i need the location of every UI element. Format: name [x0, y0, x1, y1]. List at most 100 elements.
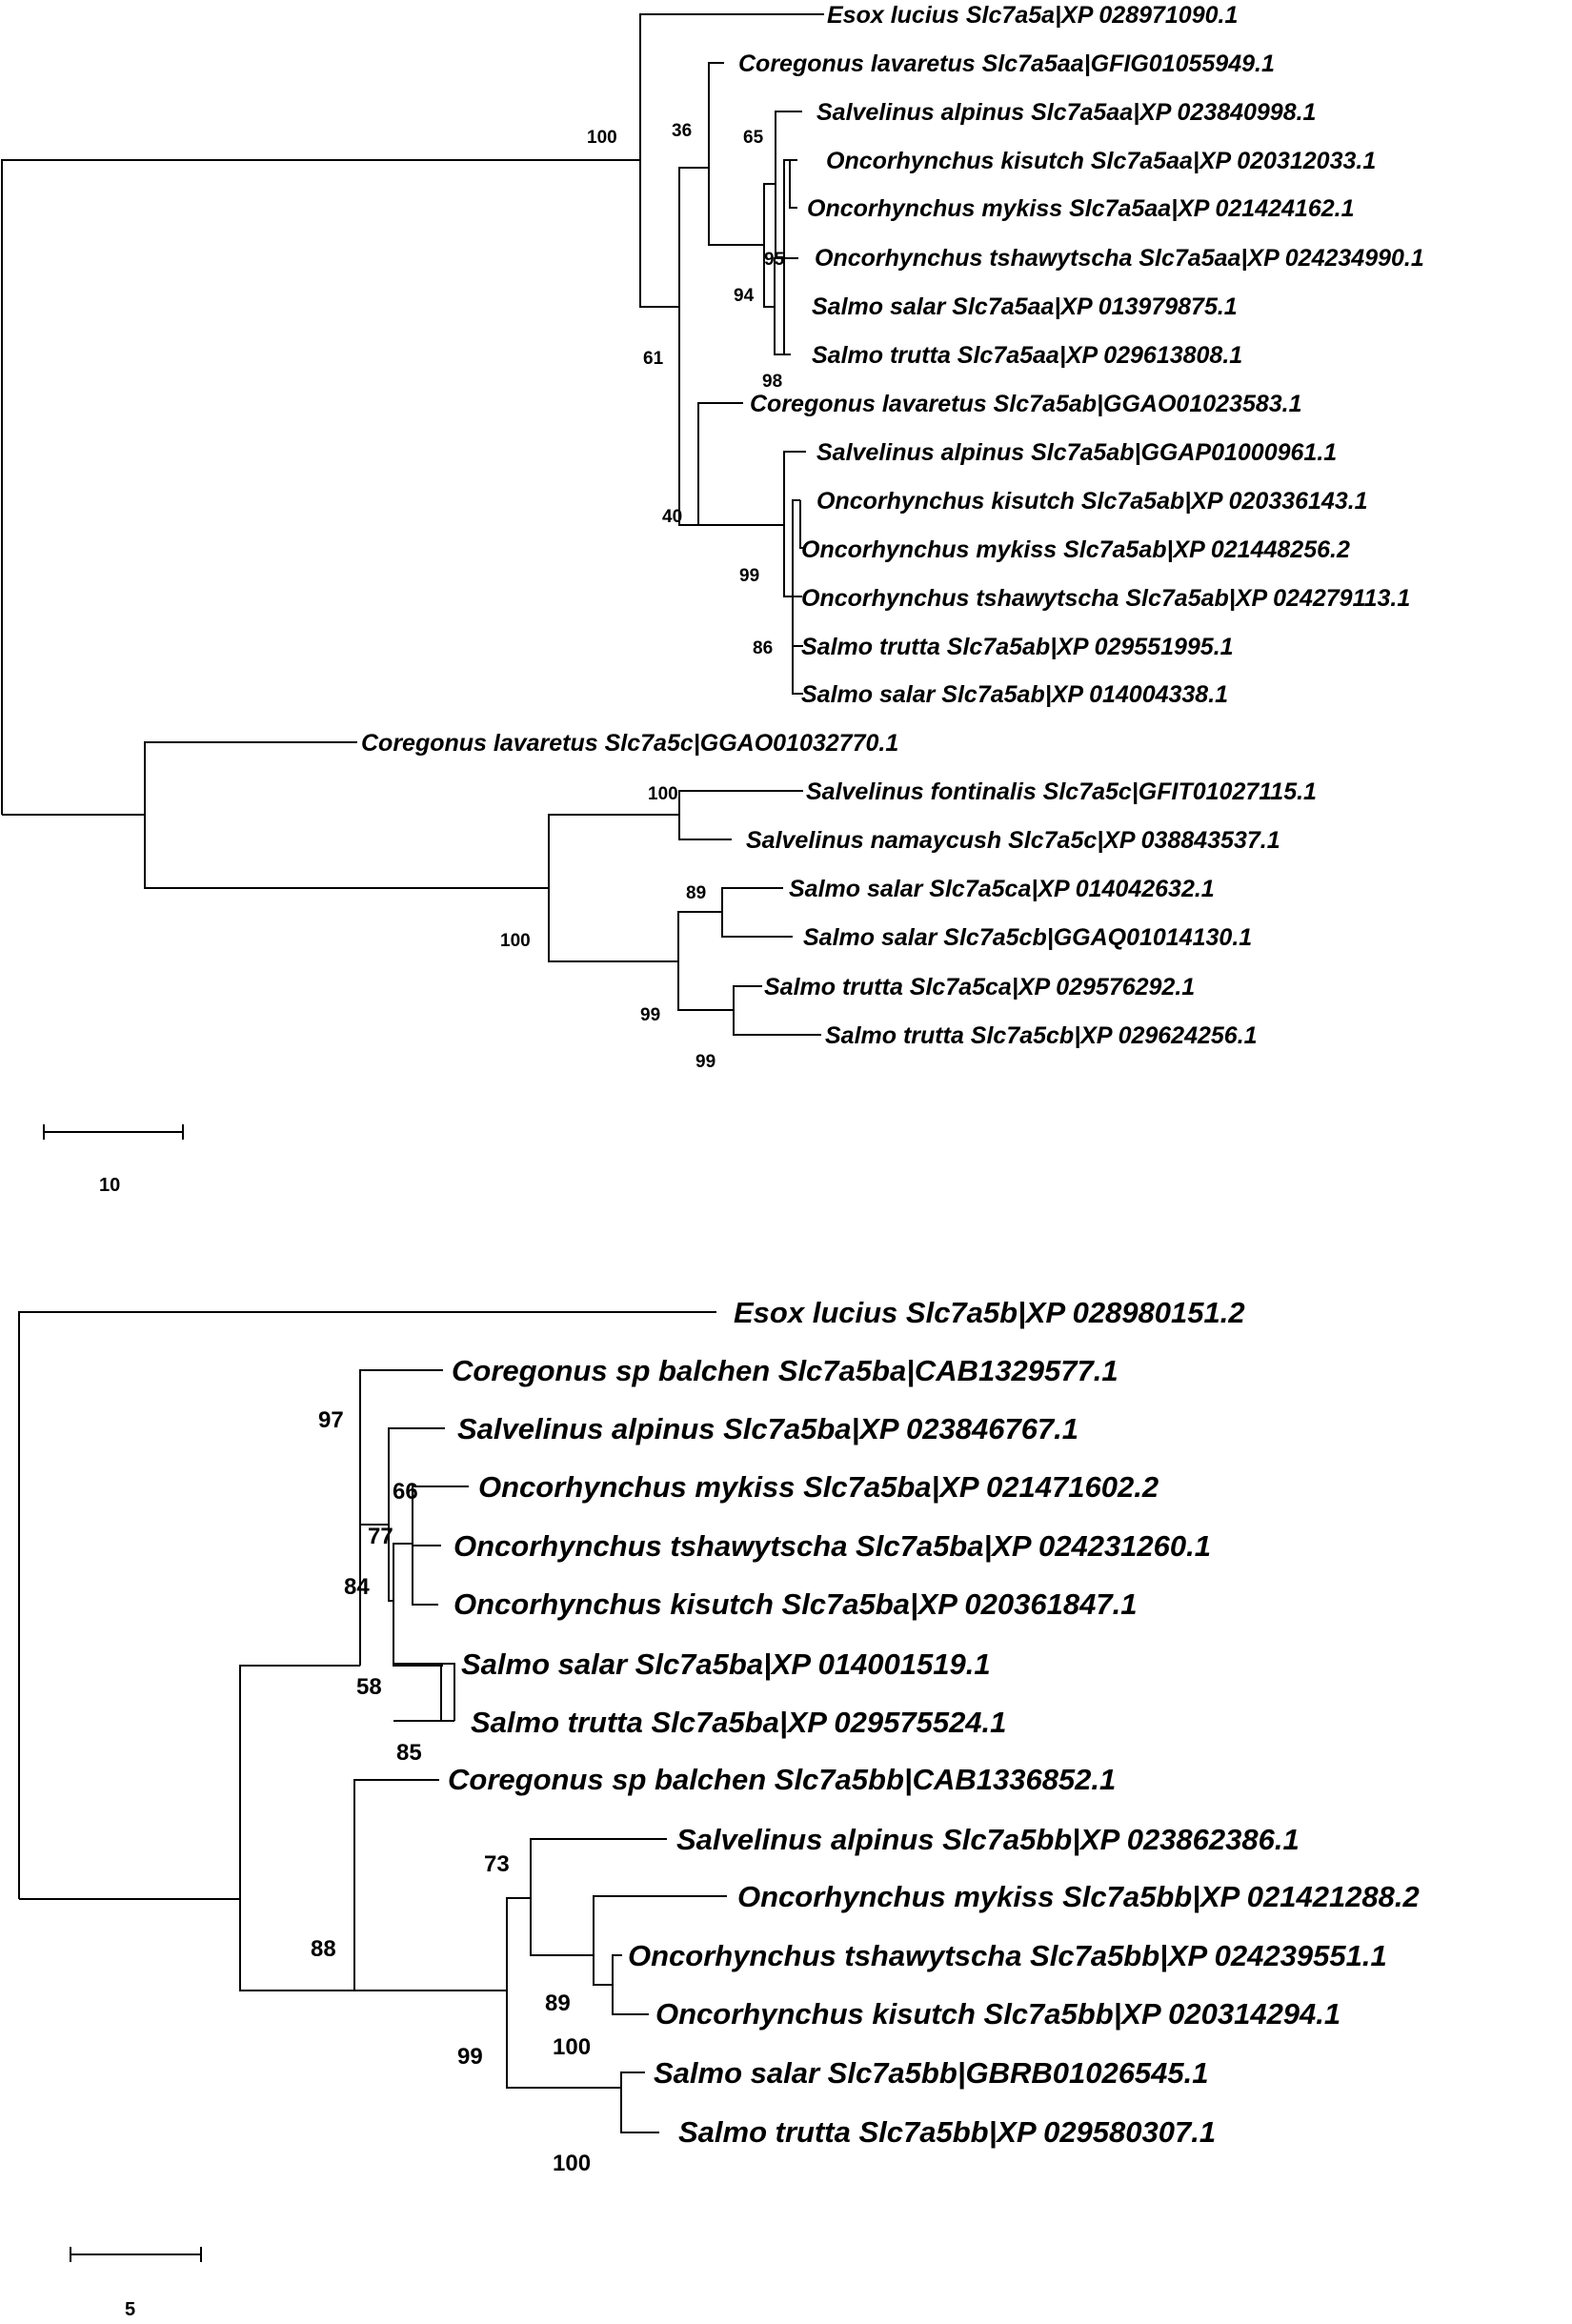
- taxon-label: Coregonus lavaretus Slc7a5ab|GGAO0102358…: [750, 391, 1302, 417]
- taxon-label: Oncorhynchus kisutch Slc7a5bb|XP 0203142…: [655, 1997, 1340, 2031]
- bootstrap-value: 100: [553, 2034, 591, 2060]
- branch: [678, 307, 698, 526]
- branch: [239, 1899, 394, 1991]
- taxon-label: Coregonus sp balchen Slc7a5bb|CAB1336852…: [448, 1763, 1116, 1796]
- tree-2-bootstrap-values: 97 66 77 84 58 85 73 88 89 100 99 100: [311, 1407, 591, 2176]
- tree-2: Esox lucius Slc7a5b|XP 028980151.2 Coreg…: [18, 1296, 1420, 2320]
- branch: [639, 13, 824, 160]
- branch: [733, 985, 762, 1010]
- branch: [620, 2088, 659, 2133]
- bootstrap-value: 94: [734, 286, 755, 306]
- taxon-label: Salmo trutta Slc7a5bb|XP 029580307.1: [678, 2115, 1216, 2149]
- branch: [530, 1838, 667, 1898]
- branch: [144, 741, 357, 815]
- branch: [593, 1955, 613, 1986]
- taxon-label: Oncorhynchus tshawytscha Slc7a5bb|XP 024…: [628, 1939, 1387, 1972]
- taxon-label: Oncorhynchus mykiss Slc7a5ab|XP 02144825…: [801, 536, 1350, 563]
- bootstrap-value: 97: [318, 1407, 344, 1433]
- tree-1-scale-bar: 10: [43, 1124, 184, 1196]
- bootstrap-value: 100: [500, 931, 531, 951]
- tree-1: Esox lucius Slc7a5a|XP 028971090.1 Coreg…: [1, 2, 1424, 1196]
- branch: [721, 912, 793, 938]
- branch: [792, 499, 800, 596]
- taxon-label: Oncorhynchus kisutch Slc7a5aa|XP 0203120…: [826, 148, 1376, 174]
- taxon-label: Salmo salar Slc7a5ba|XP 014001519.1: [461, 1647, 991, 1681]
- branch: [763, 183, 776, 245]
- branch: [548, 888, 678, 962]
- branch: [393, 1543, 413, 1601]
- bootstrap-value: 84: [344, 1574, 370, 1600]
- branch: [774, 257, 798, 307]
- branch: [708, 168, 764, 246]
- branch: [620, 2071, 645, 2088]
- taxon-label: Oncorhynchus kisutch Slc7a5ba|XP 0203618…: [453, 1587, 1137, 1621]
- bootstrap-value: 95: [764, 250, 785, 270]
- branch: [783, 159, 790, 257]
- branch: [530, 1898, 594, 1956]
- bootstrap-value: 66: [393, 1479, 418, 1505]
- bootstrap-value: 89: [545, 1991, 571, 2016]
- taxon-label: Oncorhynchus tshawytscha Slc7a5ba|XP 024…: [453, 1529, 1211, 1563]
- branch: [678, 815, 732, 840]
- branch: [677, 961, 734, 1011]
- branch: [359, 1524, 389, 1666]
- branch: [144, 815, 549, 889]
- taxon-label: Salmo salar Slc7a5cb|GGAQ01014130.1: [803, 924, 1252, 951]
- taxon-label: Salvelinus alpinus Slc7a5ba|XP 023846767…: [457, 1412, 1078, 1445]
- branch: [763, 245, 775, 308]
- branch: [799, 500, 803, 549]
- branch: [440, 1665, 443, 1721]
- bootstrap-value: 88: [311, 1936, 336, 1962]
- scale-bar-label: 5: [125, 2299, 135, 2320]
- branch: [440, 1664, 454, 1722]
- branch: [612, 1954, 622, 1985]
- taxon-label: Salmo trutta Slc7a5aa|XP 029613808.1: [812, 342, 1242, 369]
- branch: [678, 790, 803, 815]
- branch: [677, 911, 722, 961]
- branch: [353, 1779, 439, 1991]
- branch: [393, 1601, 441, 1665]
- taxon-label: Salvelinus namaycush Slc7a5c|XP 03884353…: [746, 827, 1280, 854]
- branch: [783, 257, 791, 355]
- bootstrap-value: 100: [587, 128, 617, 148]
- branch: [775, 111, 802, 184]
- taxon-label: Coregonus lavaretus Slc7a5c|GGAO01032770…: [361, 730, 898, 757]
- taxon-label: Salmo trutta Slc7a5cb|XP 029624256.1: [825, 1022, 1258, 1049]
- branch: [506, 1991, 621, 2089]
- taxon-label: Oncorhynchus tshawytscha Slc7a5ab|XP 024…: [801, 585, 1410, 612]
- taxon-label: Oncorhynchus mykiss Slc7a5bb|XP 02142128…: [737, 1880, 1420, 1913]
- branch: [792, 646, 803, 695]
- taxon-label: Oncorhynchus tshawytscha Slc7a5aa|XP 024…: [815, 245, 1424, 272]
- bootstrap-value: 89: [686, 883, 706, 903]
- branch: [1, 159, 640, 815]
- taxon-label: Salmo salar Slc7a5ab|XP 014004338.1: [801, 681, 1228, 708]
- taxon-label: Salvelinus fontinalis Slc7a5c|GFIT010271…: [806, 778, 1317, 805]
- branch: [393, 1664, 441, 1667]
- bootstrap-value: 40: [662, 507, 682, 527]
- branch: [388, 1427, 445, 1525]
- bootstrap-value: 58: [356, 1674, 382, 1700]
- taxon-label: Coregonus lavaretus Slc7a5aa|GFIG0105594…: [738, 51, 1275, 77]
- bootstrap-value: 85: [396, 1740, 422, 1766]
- bootstrap-value: 73: [484, 1851, 510, 1877]
- branch: [239, 1665, 360, 1899]
- taxon-label: Salmo salar Slc7a5aa|XP 013979875.1: [812, 293, 1238, 320]
- branch: [359, 1369, 443, 1666]
- branch: [783, 451, 806, 525]
- tree-2-scale-bar: 5: [70, 2247, 202, 2320]
- bootstrap-value: 99: [695, 1052, 715, 1072]
- branch: [708, 62, 724, 168]
- branch: [412, 1544, 441, 1546]
- bootstrap-value: 36: [672, 121, 692, 141]
- bootstrap-value: 99: [640, 1005, 660, 1025]
- bootstrap-value: 86: [753, 638, 773, 658]
- branch: [443, 1663, 455, 1721]
- taxon-label: Coregonus sp balchen Slc7a5ba|CAB1329577…: [452, 1354, 1119, 1387]
- bootstrap-value: 61: [643, 349, 664, 369]
- branch: [593, 1895, 727, 1955]
- bootstrap-value: 100: [553, 2151, 591, 2176]
- taxon-label: Salmo trutta Slc7a5ba|XP 029575524.1: [471, 1706, 1006, 1739]
- branch: [639, 160, 679, 308]
- branch: [774, 307, 791, 355]
- bootstrap-value: 65: [743, 128, 764, 148]
